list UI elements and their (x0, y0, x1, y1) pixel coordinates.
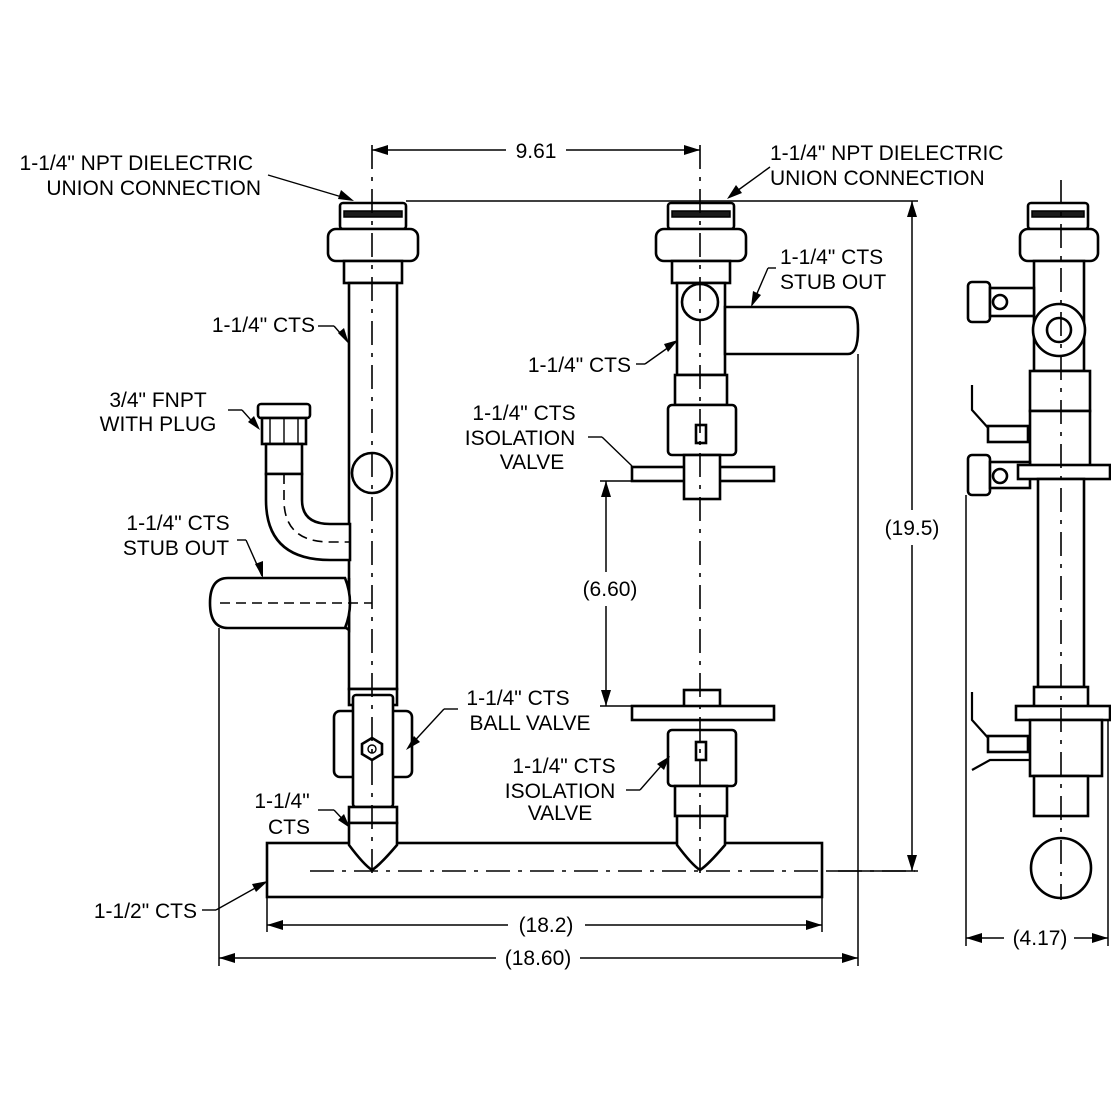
dim-center-spacing-label: 9.61 (516, 140, 557, 163)
label-header-pipe: 1-1/2" CTS (94, 900, 197, 923)
label-isolation-top-1: 1-1/4" CTS (472, 402, 575, 425)
dim-overall-height-label: (19.5) (885, 517, 940, 540)
leaders (202, 166, 776, 911)
dim-valve-spacing-label: (6.60) (583, 578, 638, 601)
label-stub-out-left-1: 1-1/4" CTS (126, 512, 229, 535)
label-union-right-1: 1-1/4" NPT DIELECTRIC (770, 142, 1003, 165)
right-riser (630, 145, 860, 880)
label-cts-left-riser: 1-1/4" CTS (212, 314, 315, 337)
left-riser (326, 145, 420, 880)
label-fnpt-plug-2: WITH PLUG (100, 413, 217, 436)
label-stub-out-right-2: STUB OUT (780, 271, 886, 294)
dim-overall-width-label: (18.60) (505, 947, 572, 970)
fnpt-plug (256, 402, 352, 562)
dim-center-spacing: 9.61 (372, 140, 700, 163)
label-isolation-bottom-1: 1-1/4" CTS (512, 755, 615, 778)
dim-side-depth: (4.17) (965, 495, 1109, 950)
label-cts-left-bottom-2: CTS (268, 816, 310, 839)
dim-side-depth-label: (4.17) (1013, 927, 1068, 950)
label-isolation-top-2: ISOLATION (465, 427, 575, 450)
label-isolation-bottom-2: ISOLATION (505, 780, 615, 803)
label-fnpt-plug-1: 3/4" FNPT (109, 389, 206, 412)
label-cts-right-riser: 1-1/4" CTS (528, 354, 631, 377)
dim-header-length-label: (18.2) (519, 914, 574, 937)
label-ball-valve-2: BALL VALVE (469, 712, 590, 735)
label-isolation-top-3: VALVE (500, 451, 565, 474)
label-ball-valve-1: 1-1/4" CTS (466, 687, 569, 710)
dim-overall-width: (18.60) (218, 354, 859, 970)
side-view (966, 180, 1111, 900)
label-union-left-2: UNION CONNECTION (46, 177, 261, 200)
label-stub-out-right-1: 1-1/4" CTS (780, 246, 883, 269)
label-isolation-bottom-3: VALVE (528, 802, 593, 825)
label-stub-out-left-2: STUB OUT (123, 537, 229, 560)
label-union-left-1: 1-1/4" NPT DIELECTRIC (20, 152, 253, 175)
dim-overall-height: (19.5) (406, 200, 940, 872)
dim-header-length: (18.2) (266, 897, 823, 937)
dim-valve-spacing: (6.60) (583, 480, 638, 707)
label-cts-left-bottom-1: 1-1/4" (254, 790, 309, 813)
label-union-right-2: UNION CONNECTION (770, 167, 985, 190)
stub-out-left (208, 576, 372, 630)
